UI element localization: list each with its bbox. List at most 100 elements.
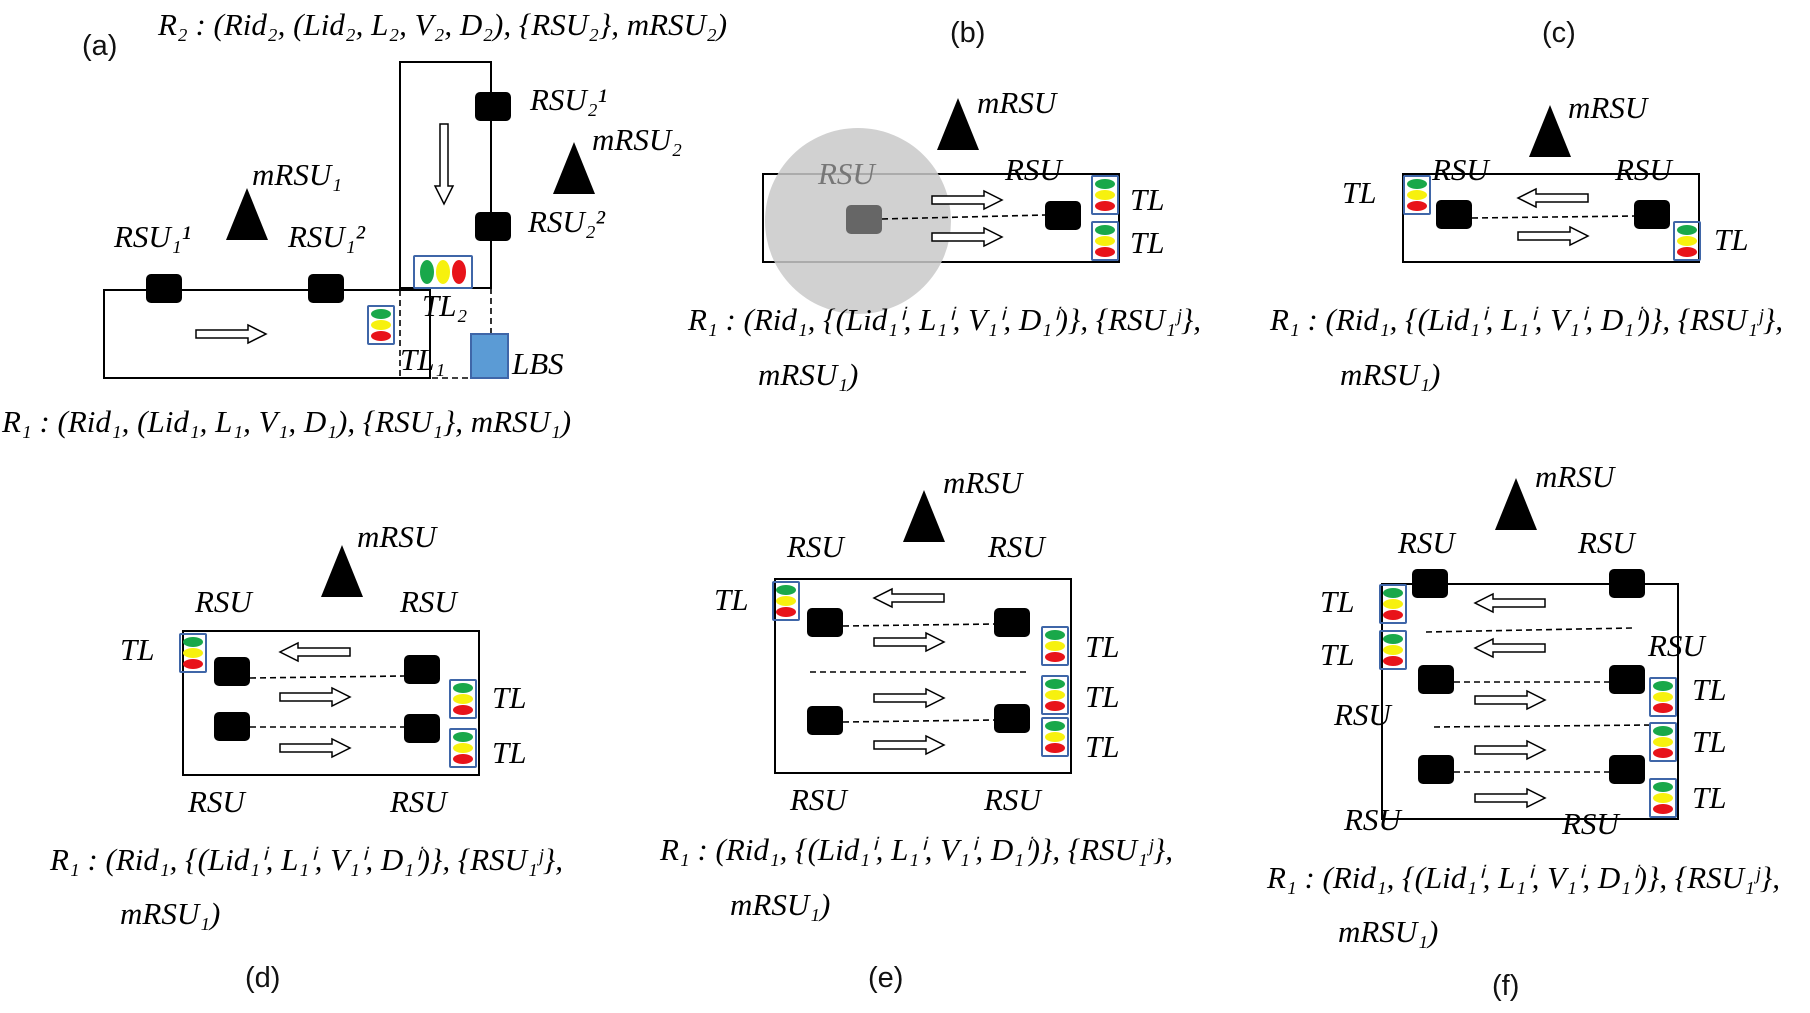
traffic-light-1: [1673, 221, 1701, 261]
rsu-3-label: RSU: [187, 784, 247, 819]
traffic-light-4: [1379, 584, 1407, 624]
panel-label-f: (f): [1492, 970, 1519, 1002]
mrsu-icon: [1529, 105, 1571, 157]
rsu-1: [214, 657, 250, 686]
tl-2-label: TL: [1342, 175, 1376, 210]
r1-formula-line2: mRSU₁): [758, 357, 858, 392]
traffic-light-3: [1041, 717, 1069, 757]
direction-arrow-right: [195, 324, 267, 344]
rsu-link: [1471, 215, 1635, 219]
rsu-2-2-label: RSU₂²: [527, 204, 606, 239]
rsu-1-label: RSU: [1397, 525, 1457, 560]
mrsu-icon: [321, 545, 363, 597]
panel-label-e: (e): [868, 962, 903, 994]
direction-arrow-right: [1517, 226, 1589, 246]
rsu-2: [994, 608, 1030, 637]
rsu-6: [1609, 755, 1645, 784]
traffic-light-3: [1649, 778, 1677, 818]
direction-arrow-left-2: [1474, 638, 1546, 658]
rsu-2-label: RSU: [1004, 152, 1064, 187]
mrsu-1-label: mRSU₁: [252, 157, 342, 192]
panel-label-a: (a): [82, 30, 117, 62]
traffic-light-4: [772, 581, 800, 621]
tl-3-label: TL: [120, 632, 154, 667]
lbs-server-icon: [470, 333, 509, 379]
r1-formula-line1: R₁ : (Rid₁, {(Lid₁ⁱ, L₁ⁱ, V₁ⁱ, D₁ⁱ)}, {R…: [687, 302, 1201, 337]
direction-arrow-right-2: [873, 688, 945, 708]
direction-arrow-left: [873, 588, 945, 608]
tl-1-label: TL: [1130, 225, 1164, 260]
rsu-1: [846, 205, 882, 234]
rsu-1: [807, 608, 843, 637]
traffic-light-2: [449, 728, 477, 768]
panel-label-d: (d): [245, 962, 280, 994]
traffic-light-1: [1041, 626, 1069, 666]
traffic-light-2: [1649, 722, 1677, 762]
tl-2-label: TL: [1085, 679, 1119, 714]
direction-arrow-right-1: [279, 687, 351, 707]
mrsu-label: mRSU: [1568, 90, 1650, 125]
traffic-light-tl1: [367, 305, 395, 345]
rsu-1-2-label: RSU₁²: [287, 219, 366, 254]
rsu-2-label: RSU: [399, 584, 459, 619]
direction-arrow-right-3: [873, 735, 945, 755]
rsu-4-label: RSU: [983, 782, 1043, 817]
rsu-3-label: RSU: [789, 782, 849, 817]
mrsu-label: mRSU: [1535, 459, 1617, 494]
rsu-link-top: [842, 623, 995, 627]
road-d: [182, 630, 480, 776]
rsu-2: [1634, 200, 1670, 229]
r1-formula: R₁ : (Rid₁, (Lid₁, L₁, V₁, D₁), {RSU₁}, …: [1, 404, 571, 439]
traffic-light-1: [1649, 677, 1677, 717]
rsu-4: [994, 704, 1030, 733]
direction-arrow-left: [279, 642, 351, 662]
road-1: [103, 289, 431, 379]
rsu-1: [1412, 569, 1448, 598]
tl2-label: TL₂: [422, 288, 467, 323]
tl-4-label: TL: [714, 582, 748, 617]
rsu-2-label: RSU: [1614, 152, 1674, 187]
rsu-2-1: [475, 92, 511, 121]
direction-arrow-left: [1517, 188, 1589, 208]
rsu-2-label: RSU: [987, 529, 1047, 564]
mrsu-label: mRSU: [977, 85, 1059, 120]
road-e: [774, 578, 1072, 774]
rsu-4-label: RSU: [1647, 628, 1707, 663]
lbs-label: LBS: [511, 346, 564, 381]
tl-1-label: TL: [1085, 629, 1119, 664]
tl-5-label: TL: [1320, 637, 1354, 672]
r1-formula-line2: mRSU₁): [1340, 357, 1440, 392]
rsu-4-label: RSU: [389, 784, 449, 819]
panel-b: (b) mRSU RSU RSU TL TL R₁ : (Rid₁, {(Lid…: [687, 17, 1201, 392]
mrsu-label: mRSU: [943, 465, 1025, 500]
panel-label-c: (c): [1542, 17, 1576, 49]
tl-1-label: TL: [1714, 222, 1748, 257]
mrsu-2-icon: [553, 142, 595, 194]
rsu-1-label: RSU: [817, 156, 877, 191]
rsu-2-label: RSU: [1577, 525, 1637, 560]
rsu-1-1-label: RSU₁¹: [113, 219, 191, 254]
mrsu-2-label: mRSU₂: [592, 122, 682, 157]
rsu-1-label: RSU: [1431, 152, 1491, 187]
rsu-2: [1045, 201, 1081, 230]
rsu-3: [807, 706, 843, 735]
mrsu-icon: [903, 490, 945, 542]
rsu-link: [881, 214, 1046, 220]
direction-arrow-right-2: [1474, 740, 1546, 760]
r1-formula-line2: mRSU₁): [1338, 914, 1438, 949]
tl-1-label: TL: [1692, 672, 1726, 707]
rsu-4: [404, 714, 440, 743]
r1-formula-line1: R₁ : (Rid₁, {(Lid₁ⁱ, L₁ⁱ, V₁ⁱ, D₁ⁱ)}, {R…: [1266, 860, 1780, 895]
r1-formula-line1: R₁ : (Rid₁, {(Lid₁ⁱ, L₁ⁱ, V₁ⁱ, D₁ⁱ)}, {R…: [49, 842, 563, 877]
rsu-1: [1436, 200, 1472, 229]
mrsu-1-icon: [226, 188, 268, 240]
tl-1-label: TL: [492, 680, 526, 715]
rsu-2-1-label: RSU₂¹: [529, 82, 607, 117]
road-f: [1381, 583, 1679, 820]
rsu-1-1: [146, 274, 182, 303]
intersection-outline: [399, 288, 492, 379]
panel-a: (a) R₂ : (Rid₂, (Lid₂, L₂, V₂, D₂), {RSU…: [1, 7, 727, 439]
rsu-4: [1609, 665, 1645, 694]
tl-2-label: TL: [492, 735, 526, 770]
